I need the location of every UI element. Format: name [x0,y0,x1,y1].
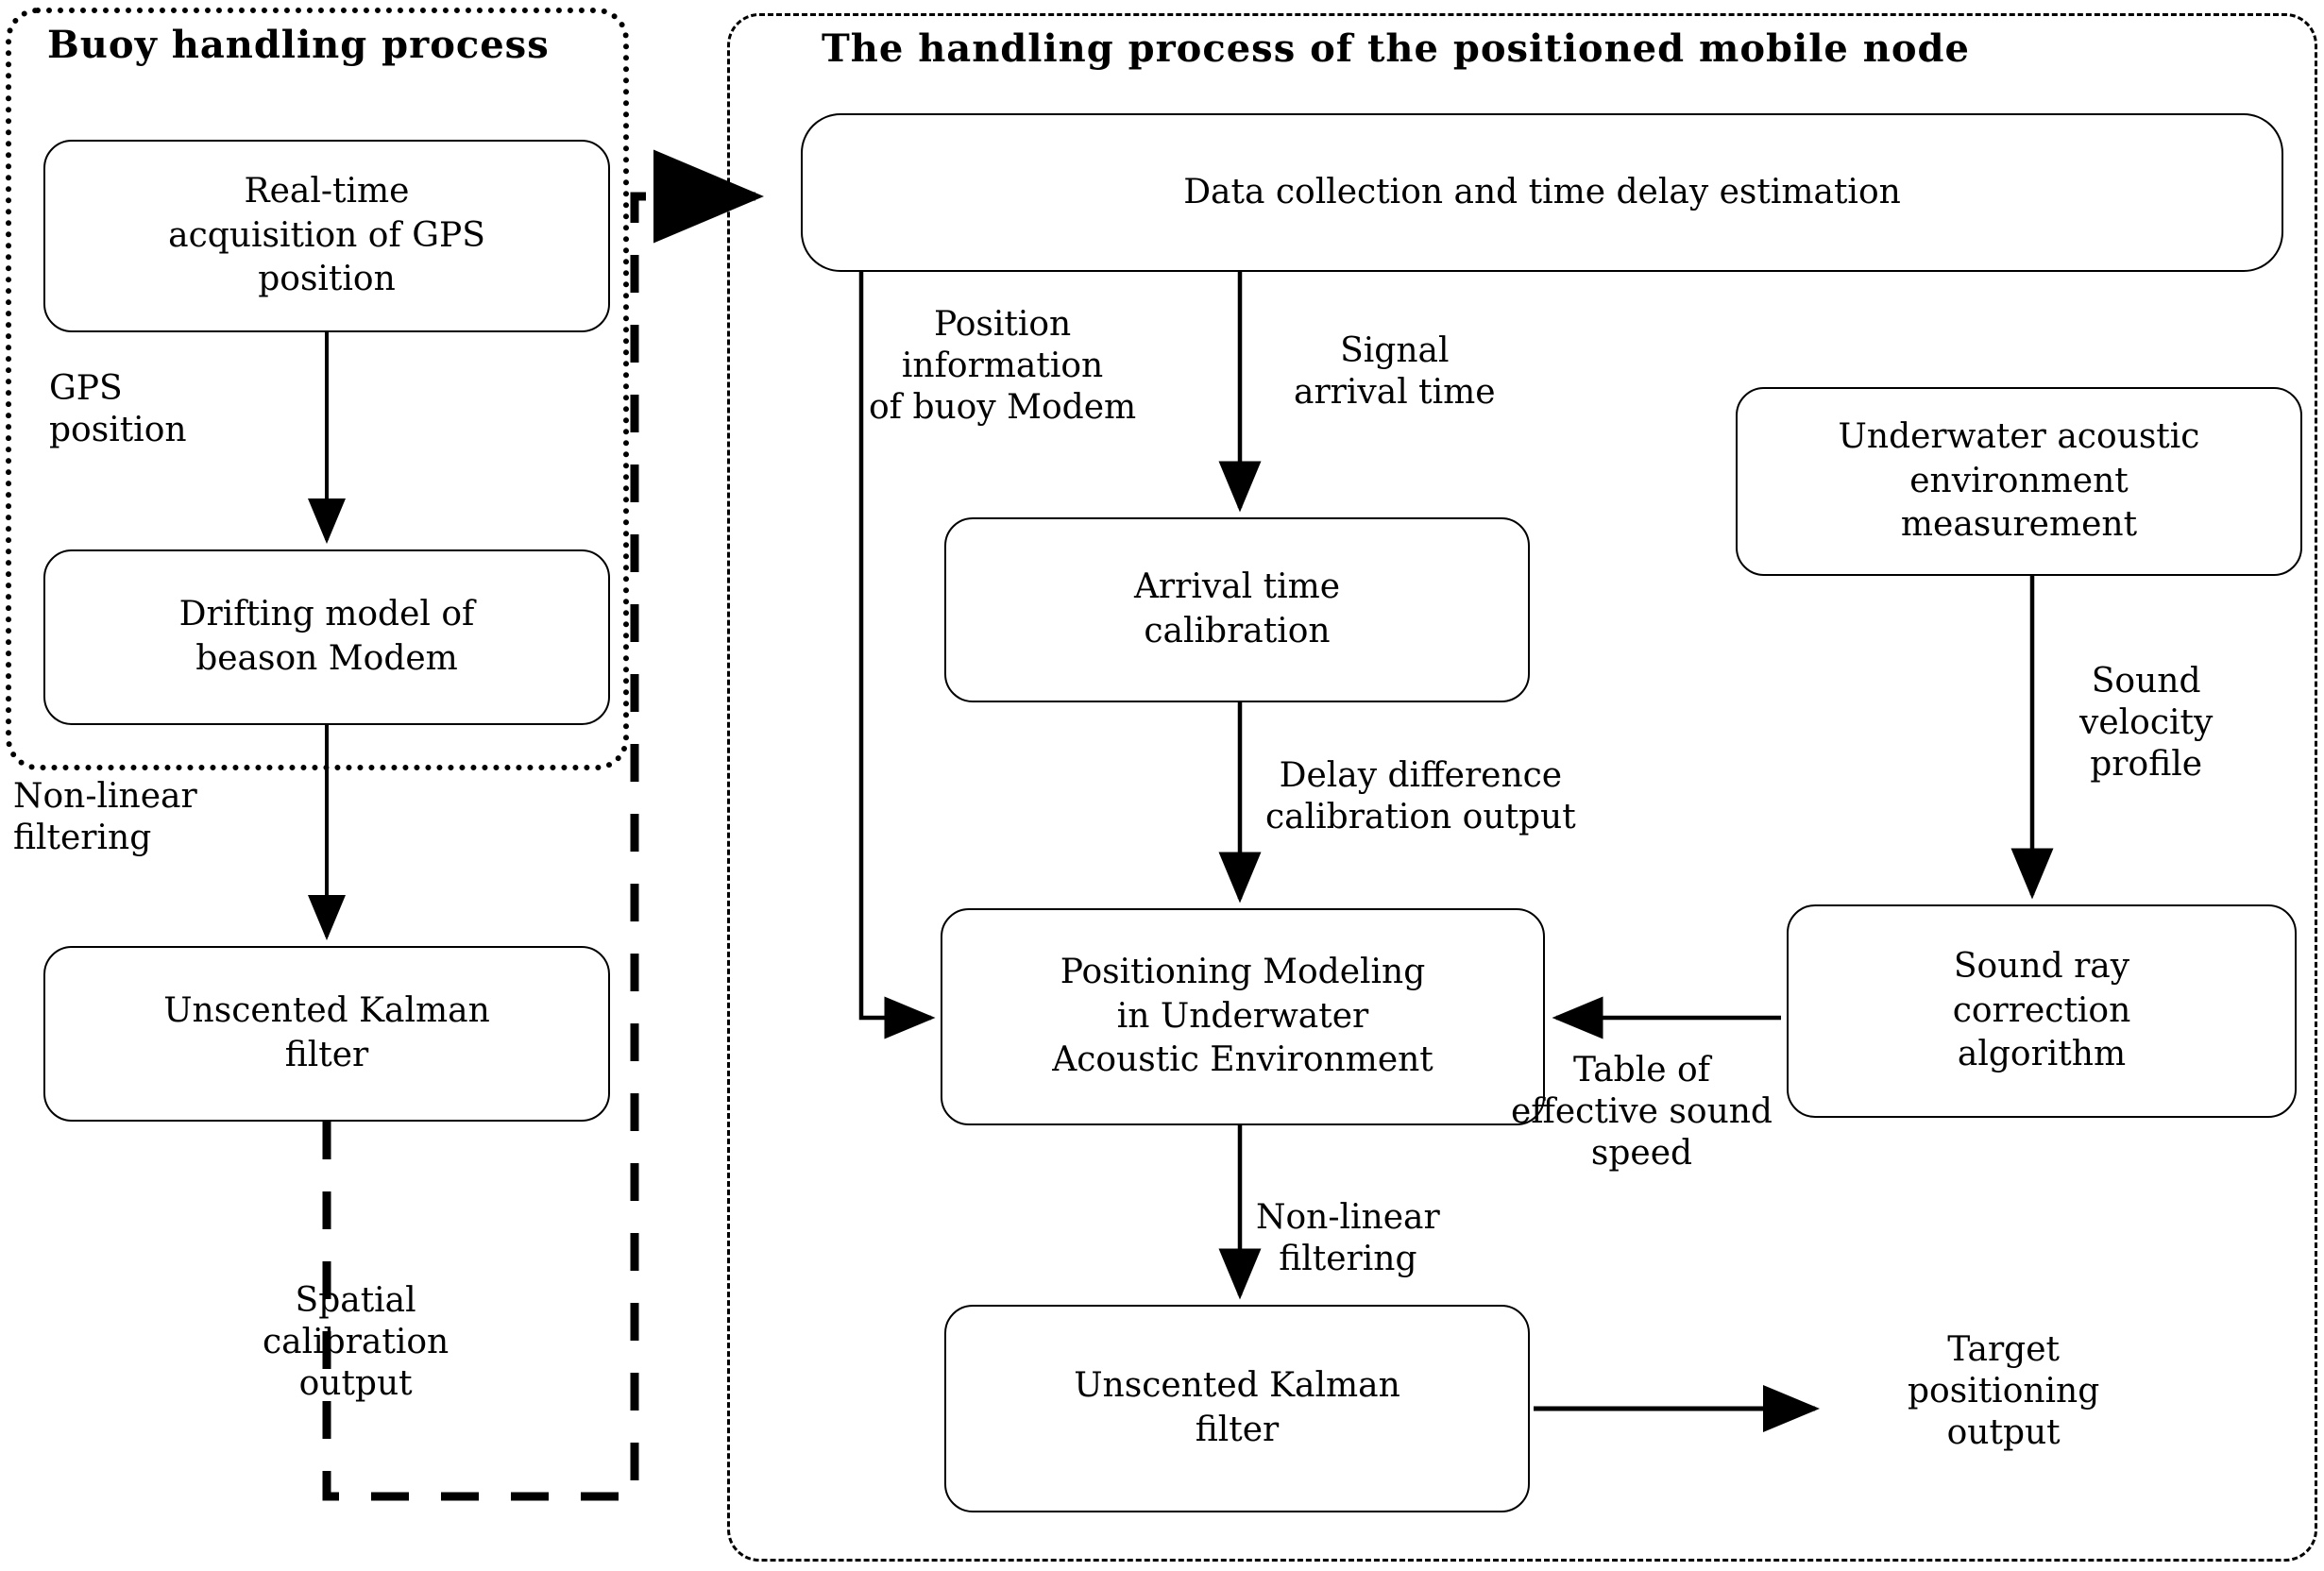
edge-label-delay-difference-calibration-output: Delay difference calibration output [1265,756,1576,836]
edge-label-position-information-of-buoy-modem: Position information of buoy Modem [869,305,1137,427]
node-underwater-acoustic-environment-measurement[interactable]: Underwater acoustic environment measurem… [1736,387,2302,576]
node-arrival-time-calibration[interactable]: Arrival time calibration [944,517,1530,702]
edge-label-non-linear-filtering-mobile: Non-linear filtering [1256,1198,1440,1278]
edge-label-table-of-effective-sound-speed: Table of effective sound speed [1511,1051,1773,1173]
edge-label-target-positioning-output: Target positioning output [1908,1330,2100,1452]
node-unscented-kalman-filter-buoy[interactable]: Unscented Kalman filter [43,946,610,1122]
edge-label-spatial-calibration-output: Spatial calibration output [263,1281,450,1403]
node-real-time-gps-acquisition[interactable]: Real-time acquisition of GPS position [43,140,610,332]
edge-label-sound-velocity-profile: Sound velocity profile [2079,662,2214,784]
node-sound-ray-correction-algorithm[interactable]: Sound ray correction algorithm [1787,904,2297,1118]
panel-title-buoy: Buoy handling process [47,23,550,67]
edge-label-gps-position: GPS position [49,369,187,449]
edge-label-signal-arrival-time: Signal arrival time [1294,331,1496,412]
node-data-collection-time-delay-estimation[interactable]: Data collection and time delay estimatio… [801,113,2283,272]
node-positioning-modeling-underwater-acoustic-environment[interactable]: Positioning Modeling in Underwater Acous… [941,908,1545,1125]
node-drifting-model-beason-modem[interactable]: Drifting model of beason Modem [43,549,610,725]
panel-title-mobile-node: The handling process of the positioned m… [822,26,1970,71]
node-unscented-kalman-filter-mobile[interactable]: Unscented Kalman filter [944,1305,1530,1512]
edge-label-non-linear-filtering-buoy: Non-linear filtering [13,777,197,857]
